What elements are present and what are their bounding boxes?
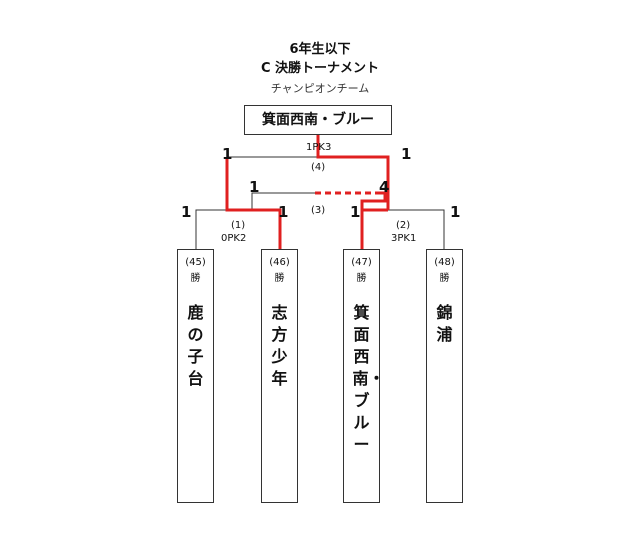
team-seed: (48)	[434, 257, 455, 268]
team-win-mark: 勝	[439, 273, 450, 284]
team-name: 箕面西南・ブルー	[352, 303, 385, 454]
semi-right-score-b: 1	[450, 203, 461, 221]
final-pk-label: 1PK3	[306, 142, 332, 153]
team-seed: (45)	[185, 257, 206, 268]
team-box-46: (46) 勝 志方少年	[261, 249, 298, 503]
semi-right-score-a: 1	[350, 203, 361, 221]
team-box-47: (47) 勝 箕面西南・ブルー	[343, 249, 385, 503]
team-name: 錦 浦	[436, 303, 469, 344]
team-name: 鹿の子台	[187, 303, 204, 388]
final-match-number: (4)	[311, 162, 326, 173]
title-line-1: 6年生以下	[289, 42, 351, 57]
final-right-score: 1	[401, 145, 412, 163]
final-left-score: 1	[222, 145, 233, 163]
semi-right-line-right	[388, 209, 445, 249]
team-box-48: (48) 勝 錦 浦	[426, 249, 469, 503]
final-winner-line	[316, 135, 390, 210]
semi-left-pk-label: 0PK2	[221, 233, 247, 244]
semi-left-score-a: 1	[181, 203, 192, 221]
team-seed: (46)	[269, 257, 290, 268]
team-seed: (47)	[351, 257, 372, 268]
third-place-red-end	[360, 191, 387, 210]
semi-left-winner-line	[252, 208, 282, 249]
semi-right-pk-label: 3PK1	[391, 233, 417, 244]
final-left-red-line	[225, 157, 252, 212]
semi-left-score-b: 1	[278, 203, 289, 221]
champion-box: 箕面西南・ブルー	[244, 105, 392, 135]
semi-right-match-number: (2)	[396, 220, 411, 231]
team-win-mark: 勝	[356, 273, 367, 284]
team-win-mark: 勝	[274, 273, 285, 284]
third-left-score: 1	[249, 178, 260, 196]
team-box-45: (45) 勝 鹿の子台	[177, 249, 214, 503]
title-line-3: チャンピオンチーム	[270, 82, 370, 95]
team-name: 志方少年	[271, 303, 288, 388]
title-line-2: C 決勝トーナメント	[260, 61, 380, 76]
team-win-mark: 勝	[190, 273, 201, 284]
third-match-number: (3)	[311, 205, 326, 216]
semi-right-winner-line	[360, 208, 388, 249]
third-right-score: 4	[379, 178, 390, 196]
semi-left-match-number: (1)	[231, 220, 246, 231]
